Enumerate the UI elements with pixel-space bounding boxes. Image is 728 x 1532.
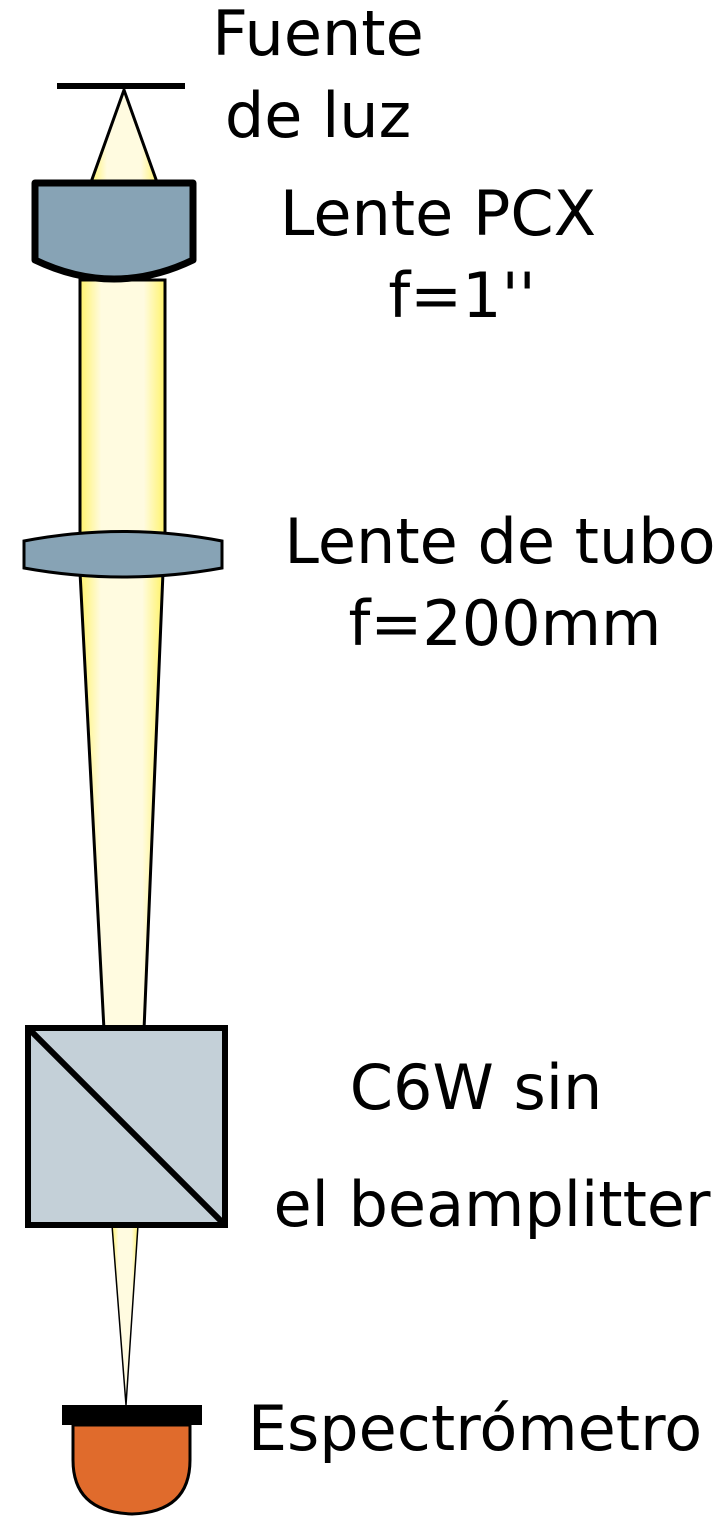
beam-focus bbox=[111, 1224, 139, 1406]
tube-lens bbox=[22, 530, 224, 579]
label-spectrometer: Espectrómetro bbox=[248, 1392, 702, 1465]
beam-collimated bbox=[78, 278, 167, 537]
pcx-lens bbox=[31, 179, 197, 283]
label-c6w-line2: el beamplitter bbox=[273, 1168, 711, 1241]
spectrometer-cap bbox=[62, 1405, 202, 1425]
spectrometer-body bbox=[71, 1423, 192, 1516]
label-tube-lens-line1: Lente de tubo bbox=[284, 505, 715, 578]
label-c6w-line1: C6W sin bbox=[350, 1051, 603, 1124]
label-pcx-lens-line2: f=1'' bbox=[388, 259, 535, 332]
label-pcx-lens-line1: Lente PCX bbox=[280, 177, 596, 250]
c6w-diagonal bbox=[25, 1025, 228, 1228]
label-light-source-line1: Fuente bbox=[212, 0, 423, 70]
label-tube-lens-line2: f=200mm bbox=[349, 587, 662, 660]
beam-cone-source bbox=[87, 85, 161, 187]
beam-converging bbox=[78, 570, 165, 1032]
label-light-source-line2: de luz bbox=[225, 79, 411, 152]
